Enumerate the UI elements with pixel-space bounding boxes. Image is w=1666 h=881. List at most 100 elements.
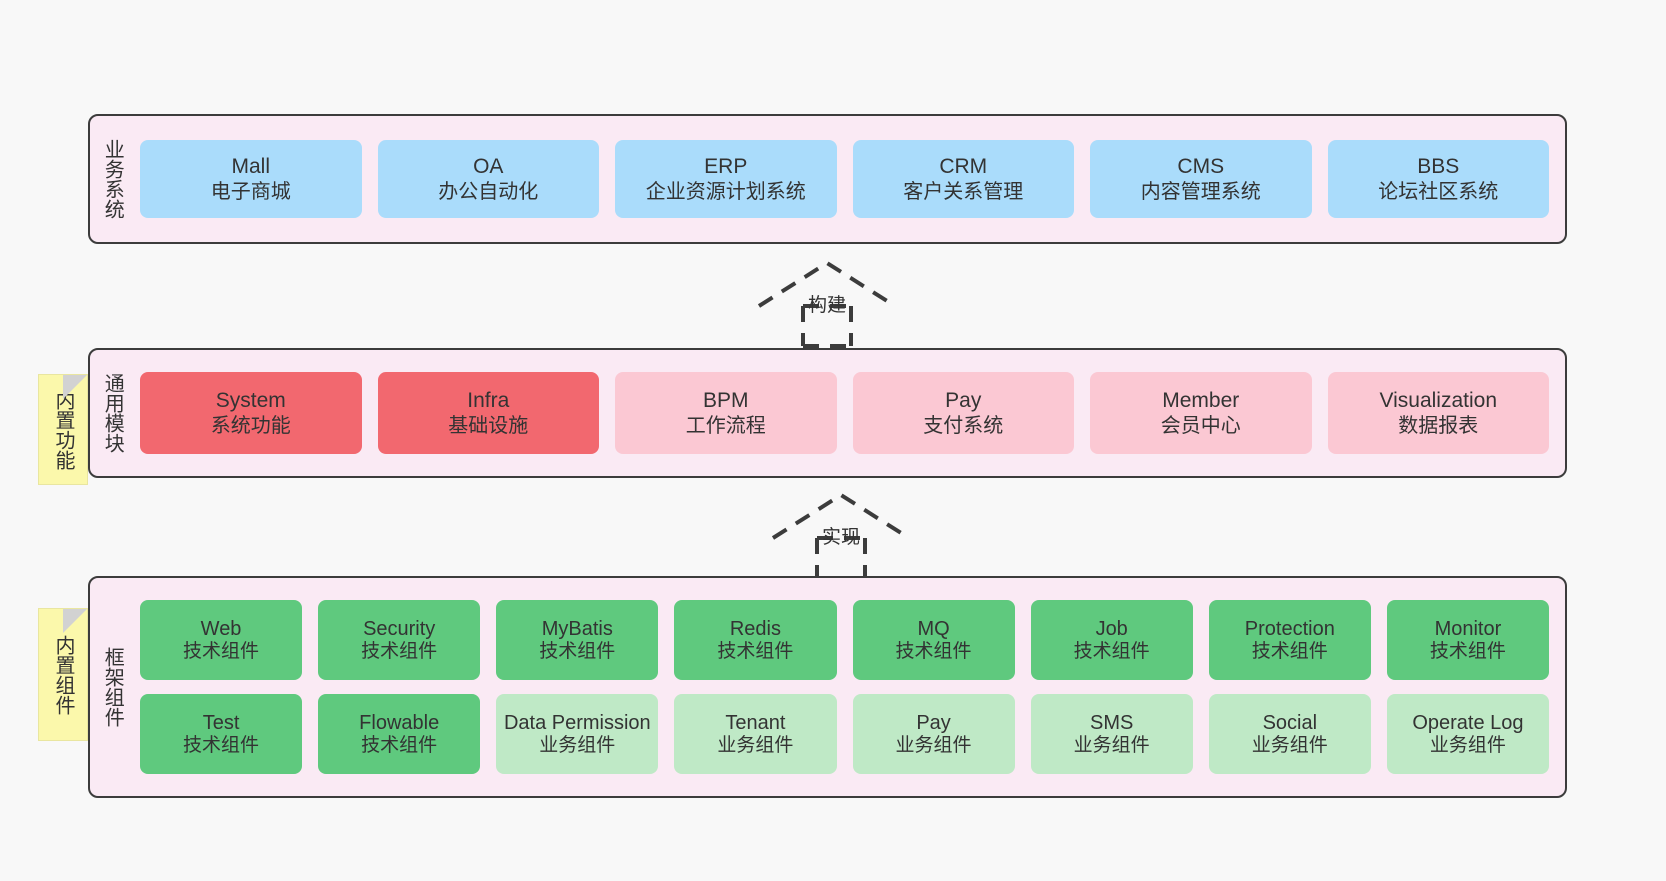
card-title: MyBatis [541, 617, 613, 640]
business-card-bbs[interactable]: BBS 论坛社区系统 [1327, 140, 1549, 218]
business-row: Mall 电子商城 OA 办公自动化 ERP 企业资源计划系统 CRM 客户关系… [140, 140, 1549, 218]
card-subtitle: 技术组件 [539, 640, 616, 662]
card-subtitle: 技术组件 [361, 734, 438, 756]
framework-card-sms[interactable]: SMS 业务组件 [1030, 694, 1193, 774]
framework-card-monitor[interactable]: Monitor 技术组件 [1386, 600, 1549, 680]
card-title: Pay [916, 711, 951, 734]
card-subtitle: 技术组件 [183, 640, 260, 662]
module-card-bpm[interactable]: BPM 工作流程 [615, 372, 837, 454]
framework-card-mq[interactable]: MQ 技术组件 [852, 600, 1015, 680]
card-subtitle: 电子商城 [210, 180, 291, 203]
framework-card-flowable[interactable]: Flowable 技术组件 [318, 694, 481, 774]
framework-card-security[interactable]: Security 技术组件 [318, 600, 481, 680]
layer-title-framework: 框架组件 [101, 647, 124, 727]
layer-title-business: 业务系统 [101, 139, 124, 219]
framework-card-test[interactable]: Test 技术组件 [140, 694, 303, 774]
layer-title-modules: 通用模块 [101, 373, 124, 453]
note-builtin-functions: 内置功能 [38, 374, 88, 485]
framework-card-protection[interactable]: Protection 技术组件 [1208, 600, 1371, 680]
module-card-pay[interactable]: Pay 支付系统 [852, 372, 1074, 454]
module-card-member[interactable]: Member 会员中心 [1090, 372, 1312, 454]
layer-body-modules: System 系统功能 Infra 基础设施 BPM 工作流程 Pay 支付系统… [134, 350, 1565, 476]
card-subtitle: 系统功能 [210, 414, 291, 437]
card-subtitle: 会员中心 [1160, 414, 1241, 437]
card-title: OA [473, 155, 504, 179]
card-subtitle: 业务组件 [1429, 734, 1506, 756]
connector-implement-label: 实现 [822, 527, 861, 548]
card-subtitle: 业务组件 [539, 734, 616, 756]
card-title: Monitor [1434, 617, 1502, 640]
framework-card-redis[interactable]: Redis 技术组件 [674, 600, 837, 680]
card-title: Web [200, 617, 242, 640]
framework-card-web[interactable]: Web 技术组件 [140, 600, 303, 680]
card-title: Data Permission [503, 711, 651, 734]
card-title: CRM [939, 155, 988, 179]
business-card-erp[interactable]: ERP 企业资源计划系统 [615, 140, 837, 218]
card-subtitle: 办公自动化 [438, 180, 539, 203]
card-subtitle: 业务组件 [1073, 734, 1150, 756]
card-title: MQ [917, 617, 950, 640]
business-card-oa[interactable]: OA 办公自动化 [377, 140, 599, 218]
framework-card-mybatis[interactable]: MyBatis 技术组件 [496, 600, 659, 680]
card-subtitle: 技术组件 [717, 640, 794, 662]
layer-body-business: Mall 电子商城 OA 办公自动化 ERP 企业资源计划系统 CRM 客户关系… [134, 116, 1565, 242]
connector-build-arrow [757, 260, 897, 348]
card-title: Flowable [359, 711, 440, 734]
framework-row-technical: Web 技术组件 Security 技术组件 MyBatis 技术组件 Redi… [140, 600, 1549, 680]
card-title: Visualization [1379, 389, 1498, 413]
note-text: 内置功能 [52, 389, 74, 470]
module-card-system[interactable]: System 系统功能 [140, 372, 362, 454]
business-card-cms[interactable]: CMS 内容管理系统 [1090, 140, 1312, 218]
card-title: BBS [1417, 155, 1460, 179]
card-title: Social [1262, 711, 1318, 734]
layer-body-framework: Web 技术组件 Security 技术组件 MyBatis 技术组件 Redi… [134, 578, 1565, 796]
framework-card-data-permission[interactable]: Data Permission 业务组件 [496, 694, 659, 774]
card-title: ERP [704, 155, 748, 179]
note-text: 内置组件 [52, 634, 74, 715]
card-subtitle: 客户关系管理 [903, 180, 1024, 203]
card-subtitle: 技术组件 [895, 640, 972, 662]
card-subtitle: 基础设施 [448, 414, 529, 437]
framework-row-business: Test 技术组件 Flowable 技术组件 Data Permission … [140, 694, 1549, 774]
card-title: Tenant [725, 711, 786, 734]
card-title: Test [202, 711, 240, 734]
framework-card-job[interactable]: Job 技术组件 [1030, 600, 1193, 680]
card-title: SMS [1090, 711, 1134, 734]
card-title: Member [1162, 389, 1240, 413]
module-card-visualization[interactable]: Visualization 数据报表 [1327, 372, 1549, 454]
module-card-infra[interactable]: Infra 基础设施 [377, 372, 599, 454]
card-subtitle: 工作流程 [685, 414, 766, 437]
card-title: Operate Log [1412, 711, 1524, 734]
card-subtitle: 技术组件 [1429, 640, 1506, 662]
business-card-mall[interactable]: Mall 电子商城 [140, 140, 362, 218]
card-subtitle: 业务组件 [895, 734, 972, 756]
card-title: Job [1095, 617, 1128, 640]
layer-business-systems: 业务系统 Mall 电子商城 OA 办公自动化 ERP 企业资源计划系统 CRM… [88, 114, 1567, 244]
card-title: Pay [945, 389, 982, 413]
card-title: Infra [467, 389, 510, 413]
card-subtitle: 业务组件 [1251, 734, 1328, 756]
card-title: CMS [1177, 155, 1225, 179]
modules-row: System 系统功能 Infra 基础设施 BPM 工作流程 Pay 支付系统… [140, 372, 1549, 454]
card-subtitle: 内容管理系统 [1140, 180, 1261, 203]
connector-build-label: 构建 [808, 295, 847, 316]
card-subtitle: 技术组件 [1251, 640, 1328, 662]
card-subtitle: 支付系统 [923, 414, 1004, 437]
card-title: Security [363, 617, 436, 640]
framework-card-pay[interactable]: Pay 业务组件 [852, 694, 1015, 774]
card-title: Redis [729, 617, 781, 640]
card-title: Mall [231, 155, 270, 179]
card-subtitle: 业务组件 [717, 734, 794, 756]
business-card-crm[interactable]: CRM 客户关系管理 [852, 140, 1074, 218]
framework-card-tenant[interactable]: Tenant 业务组件 [674, 694, 837, 774]
layer-common-modules: 通用模块 System 系统功能 Infra 基础设施 BPM 工作流程 Pay… [88, 348, 1567, 478]
note-builtin-components: 内置组件 [38, 608, 88, 741]
framework-card-social[interactable]: Social 业务组件 [1208, 694, 1371, 774]
layer-framework-components: 框架组件 Web 技术组件 Security 技术组件 MyBatis 技术组件… [88, 576, 1567, 798]
card-subtitle: 技术组件 [361, 640, 438, 662]
framework-card-operate-log[interactable]: Operate Log 业务组件 [1386, 694, 1549, 774]
card-title: System [215, 389, 286, 413]
card-title: BPM [702, 389, 749, 413]
card-subtitle: 数据报表 [1398, 414, 1479, 437]
card-title: Protection [1244, 617, 1335, 640]
